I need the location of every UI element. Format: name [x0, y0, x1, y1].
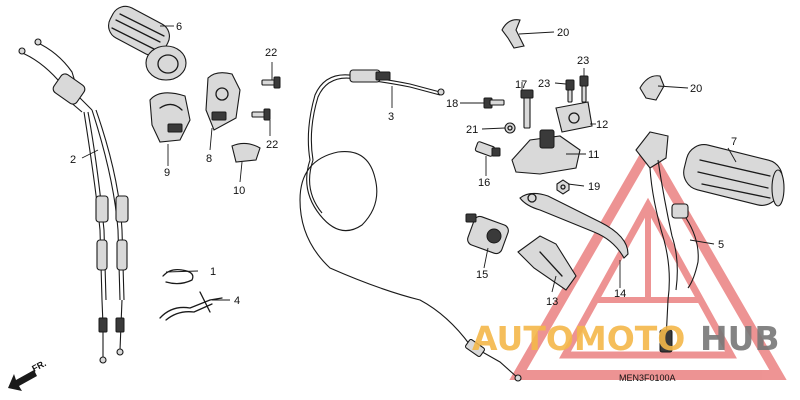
callout-11: 11	[588, 149, 599, 161]
leader-lines	[81, 25, 737, 301]
front-arrow: FR.	[8, 358, 48, 391]
lever-perch	[517, 235, 577, 291]
bolts-22	[251, 76, 281, 121]
callout-13: 13	[546, 296, 558, 308]
throttle-housing-upper	[205, 72, 241, 131]
left-grip	[683, 144, 785, 207]
callout-22b: 22	[266, 139, 278, 151]
callout-9: 9	[164, 167, 170, 179]
housing-cover	[231, 142, 261, 163]
callout-labels: 1 2 3 4 5 6 7 8 9 10 11 12 13 14 15 16 1…	[70, 21, 737, 308]
callout-18: 18	[446, 98, 458, 110]
clutch-lever	[519, 192, 629, 259]
callout-14: 14	[614, 288, 626, 300]
callout-15: 15	[476, 269, 488, 281]
callout-2: 2	[70, 154, 76, 166]
watermark-text-part2: HUB	[700, 319, 780, 358]
throttle-housing-lower	[149, 92, 191, 143]
callout-7: 7	[731, 136, 737, 148]
callout-22a: 22	[265, 47, 277, 59]
callout-16: 16	[478, 177, 490, 189]
nut-19	[556, 179, 570, 195]
throttle-cables	[18, 38, 129, 364]
watermark-text: AUTOMOTO HUB	[472, 319, 780, 358]
clutch-cable	[299, 69, 522, 382]
callout-4: 4	[234, 295, 240, 307]
callout-12: 12	[596, 119, 608, 131]
wire-clips-20	[501, 19, 665, 101]
front-arrow-label: FR.	[30, 358, 47, 374]
callout-1: 1	[210, 266, 216, 278]
switch-15	[465, 213, 509, 255]
callout-8: 8	[206, 153, 212, 165]
callout-3: 3	[388, 111, 394, 123]
callout-20b: 20	[690, 83, 702, 95]
cable-clips	[159, 268, 223, 321]
bolts-17-18-21	[483, 89, 534, 134]
callout-20a: 20	[557, 27, 569, 39]
bracket-holder	[555, 101, 593, 133]
callout-10: 10	[233, 185, 245, 197]
cable-adjuster	[474, 141, 501, 157]
callout-23b: 23	[577, 55, 589, 67]
watermark-logo	[509, 140, 787, 380]
lever-bracket	[511, 129, 581, 175]
callout-23a: 23	[538, 78, 550, 90]
callout-5: 5	[718, 239, 724, 251]
throttle-grip	[108, 5, 187, 81]
callout-19: 19	[588, 181, 600, 193]
callout-6: 6	[176, 21, 182, 33]
front-arrow-icon	[8, 370, 37, 391]
switch-assembly	[635, 131, 699, 353]
watermark-text-part1: AUTOMOTO	[472, 319, 685, 358]
callout-17: 17	[515, 79, 527, 91]
bolts-23	[565, 75, 589, 103]
diagram-code: MEN3F0100A	[619, 373, 676, 383]
callout-21: 21	[466, 124, 478, 136]
